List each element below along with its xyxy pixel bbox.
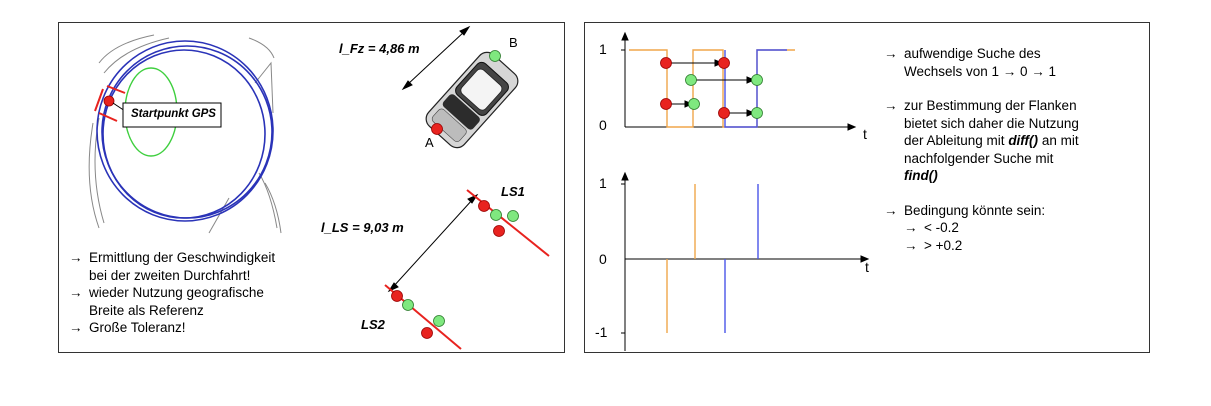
start-dot [103, 95, 115, 107]
ls1-red-dot-2 [493, 225, 505, 237]
start-marker [94, 85, 126, 122]
bottom-derivative-blue [724, 184, 759, 333]
startpunkt-box [122, 102, 222, 128]
left-bullet-1: →Ermittlung der Geschwindigkeit [69, 250, 276, 265]
arrow-icon: → [904, 220, 918, 235]
left-panel: Startpunkt GPS l_Fz = 4,86 m A B l_LS = … [58, 22, 565, 353]
right-bullet-2: →zur Bestimmung der Flanken [884, 98, 1077, 113]
top-red-dot-3 [660, 98, 672, 110]
arrow-icon: → [884, 98, 898, 113]
right-bullet-3: →Bedingung könnte sein: [884, 202, 1046, 218]
bottom-y-tick-0: 0 [599, 251, 607, 267]
point-b-label: B [509, 35, 518, 50]
left-illustration [88, 25, 550, 350]
startpunkt-label: Startpunkt GPS [131, 108, 216, 120]
top-green-dot-4 [751, 107, 763, 119]
top-plot-axes [621, 31, 857, 131]
top-signal-orange [629, 49, 795, 128]
car-length-arrow [401, 25, 471, 91]
ls2-red-dot-1 [391, 290, 403, 302]
top-green-dot-3 [688, 98, 700, 110]
left-bullet-list: →Ermittlung der Geschwindigkeit bei der … [69, 250, 276, 335]
ls1-red-dot-1 [478, 200, 490, 212]
ls1-line [466, 189, 550, 257]
top-x-label: t [863, 126, 867, 142]
ls2-label: LS2 [361, 317, 385, 332]
ls1-label: LS1 [501, 184, 525, 199]
right-bullet-1: →aufwendige Suche des [884, 46, 1041, 61]
left-bullet-2: →wieder Nutzung geografische [69, 285, 264, 300]
ls1-green-dot-1 [490, 209, 502, 221]
arrow-icon: → [904, 237, 918, 253]
top-green-dot-2 [751, 74, 763, 86]
diff-function: diff() [1008, 133, 1039, 148]
find-function: find() [904, 168, 938, 183]
top-signal-blue [724, 49, 787, 128]
ls2-green-dot-2 [433, 315, 445, 327]
top-red-dot-2 [718, 57, 730, 69]
car-length-label: l_Fz = 4,86 m [339, 41, 420, 56]
top-transition-arrows [671, 59, 756, 117]
arrow-icon: → [884, 202, 898, 218]
arrow-icon: → [884, 46, 898, 61]
condition-1: →< -0.2 [904, 220, 959, 235]
ls2-red-dot-2 [421, 327, 433, 339]
right-text-block: →aufwendige Suche des Wechsels von 1 → 0… [884, 46, 1079, 253]
bottom-derivative-orange [666, 184, 696, 333]
top-red-dot-4 [718, 107, 730, 119]
ls-distance-label: l_LS = 9,03 m [321, 220, 404, 235]
right-panel: 1 0 t 1 0 -1 t →aufwendige Suche des Wec… [584, 22, 1150, 353]
car-green-dot [489, 50, 501, 62]
signal-plots [621, 31, 870, 351]
car-illustration [425, 51, 519, 149]
map-lines [88, 34, 282, 234]
top-red-dot-1 [660, 57, 672, 69]
top-y-tick-1: 1 [599, 41, 607, 57]
ls-distance-arrow [387, 193, 479, 293]
bottom-x-label: t [865, 259, 869, 275]
bottom-plot-axes [621, 171, 870, 351]
bottom-y-tick-1: 1 [599, 175, 607, 191]
car-red-dot [431, 123, 443, 135]
bottom-y-tick-neg1: -1 [595, 324, 608, 340]
point-a-label: A [425, 135, 434, 150]
arrow-icon: → [69, 250, 83, 265]
condition-2: →> +0.2 [904, 237, 963, 253]
ls2-green-dot-1 [402, 299, 414, 311]
arrow-icon: → [69, 285, 83, 300]
left-bullet-3: →Große Toleranz! [69, 320, 186, 335]
top-green-dot-1 [685, 74, 697, 86]
arrow-icon: → [69, 320, 83, 335]
top-y-tick-0: 0 [599, 117, 607, 133]
ls1-green-dot-2 [507, 210, 519, 222]
gps-track [96, 40, 274, 222]
